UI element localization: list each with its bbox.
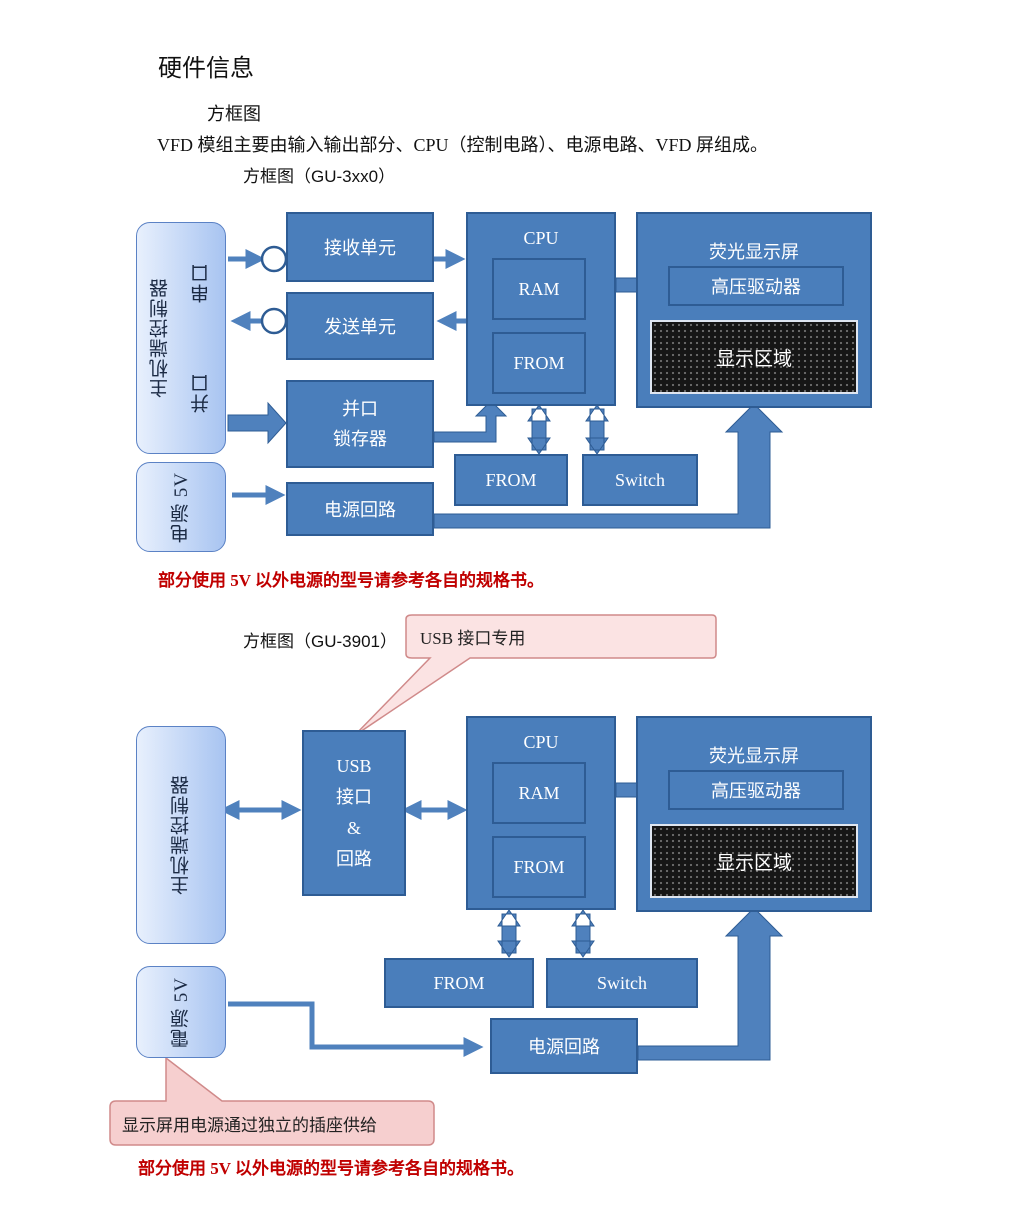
send-connector-icon [260,307,288,335]
usb-line4: 回路 [336,849,372,869]
from-inner-block-2: FROM [492,836,586,898]
switch-block: Switch [582,454,698,506]
from-ext-block: FROM [454,454,568,506]
parallel-label: 并口 [191,373,212,413]
from-inner-block: FROM [492,332,586,394]
usb-interface-block: USB 接口 & 回路 [302,730,406,896]
power-5v-box: 电源 5V [136,462,226,552]
power-callout-text: 显示屏用电源通过独立的插座供给 [122,1116,377,1135]
host-controller-box-2: 主机端控制器 [136,726,226,944]
switch-block-2: Switch [546,958,698,1008]
power-5v-label: 电源 5V [170,471,192,543]
send-unit: 发送单元 [286,292,434,360]
receive-unit: 接收单元 [286,212,434,282]
display-area-2: 显示区域 [650,824,858,898]
diagram1-arrows [228,249,466,505]
parallel-arrow [227,401,287,445]
display-title: 荧光显示屏 [709,242,799,262]
cpu-from-arrow-2 [497,909,521,958]
diagram2-arrows [219,800,484,1057]
diagram1-note: 部分使用 5V 以外电源的型号请参考各自的规格书。 [158,571,544,590]
usb-line3: & [346,818,361,838]
host-label-2: 主机端控制器 [170,775,192,895]
cpu-title-2: CPU [523,732,559,752]
usb-callout-bubble [353,614,717,737]
latch-cpu-arrow [433,400,508,443]
power-callout-bubble [109,1056,435,1146]
latch-line1: 并口 [342,399,378,419]
receive-connector-icon [260,245,288,273]
power-circuit-2: 电源回路 [490,1018,638,1074]
power-5v-box-2: 電源 5V [136,966,226,1058]
power-5v-label-2: 電源 5V [170,976,192,1048]
hv-driver-block: 高压驱动器 [668,266,844,306]
intro-text: VFD 模组主要由输入输出部分、CPU（控制电路）、电源电路、VFD 屏组成。 [157,135,769,155]
host-controller-box: 主机端控制器 串口 并口 [136,222,226,454]
cpu-switch-arrow-2 [571,909,595,958]
cpu-title: CPU [523,228,559,248]
serial-label: 串口 [191,263,212,303]
ram-block-2: RAM [492,762,586,824]
subheading: 方框图 [207,104,261,124]
usb-callout-text: USB 接口专用 [420,629,526,648]
cpu-switch-arrow [585,404,609,455]
hv-driver-block-2: 高压驱动器 [668,770,844,810]
usb-line2: 接口 [336,787,372,807]
cpu-from-arrow [527,404,551,455]
power-circuit: 电源回路 [286,482,434,536]
page-heading: 硬件信息 [158,56,254,82]
host-label: 主机端控制器 [150,278,171,398]
latch-line2: 锁存器 [333,429,387,449]
ram-block: RAM [492,258,586,320]
power-display-arrow-2 [637,907,784,1061]
usb-line1: USB [336,756,372,776]
diagram1-caption: 方框图（GU-3xx0） [243,167,396,186]
display-area: 显示区域 [650,320,858,394]
parallel-latch: 并口 锁存器 [286,380,434,468]
power-display-arrow [433,403,784,529]
diagram2-caption: 方框图（GU-3901） [243,632,397,651]
display-title-2: 荧光显示屏 [709,746,799,766]
from-ext-block-2: FROM [384,958,534,1008]
diagram2-note: 部分使用 5V 以外电源的型号请参考各自的规格书。 [138,1159,524,1178]
